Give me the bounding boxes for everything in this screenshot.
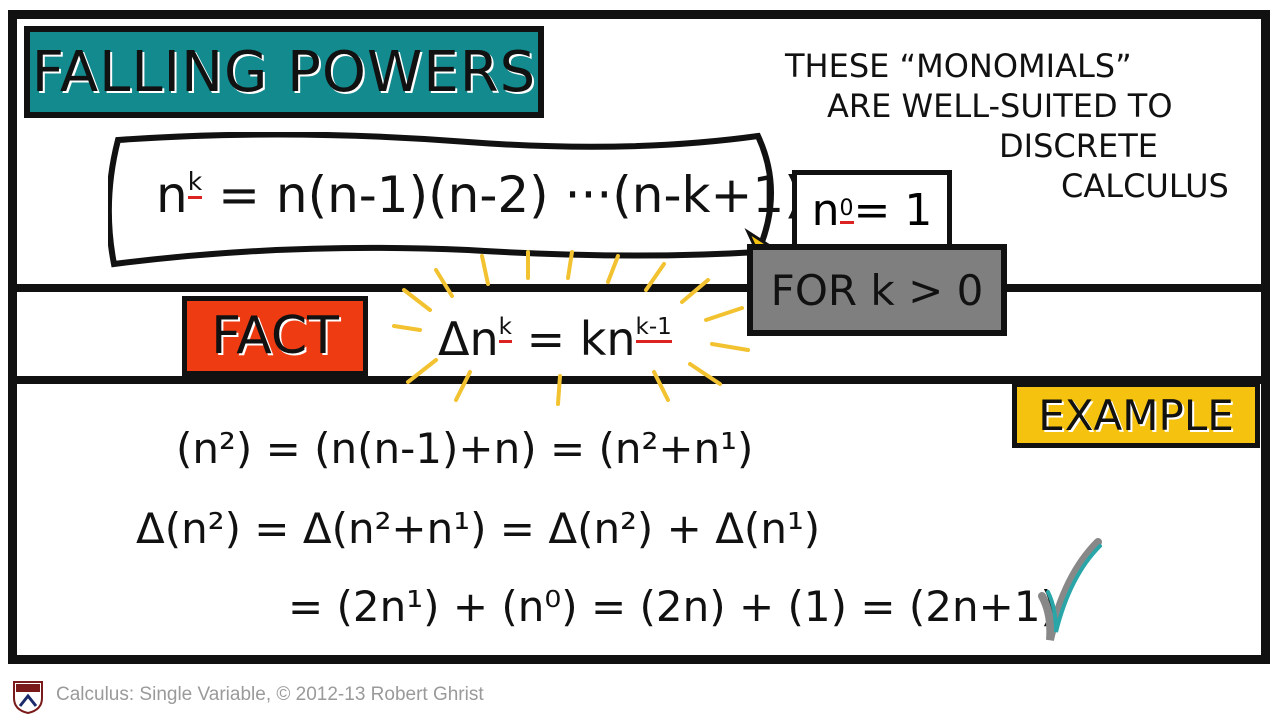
example-line-3: = (2n¹) + (n⁰) = (2n) + (1) = (2n+1) <box>288 582 1057 631</box>
fact-label: FACT <box>211 306 339 366</box>
note-line-4: CALCULUS <box>1061 167 1229 205</box>
n0-rest: = 1 <box>853 184 933 236</box>
def-lhs-exp: k <box>187 166 203 199</box>
example-label: EXAMPLE <box>1038 390 1234 440</box>
n0-exp: 0 <box>839 196 854 224</box>
fact-formula: Δnk = knk-1 <box>438 312 672 366</box>
university-shield-icon <box>13 681 43 714</box>
definition-banner: nk = n(n-1)(n-2) ···(n-k+1) <box>108 132 804 268</box>
highlight-rays <box>392 250 750 406</box>
fact-mid: = kn <box>511 312 636 366</box>
divider-top <box>8 284 1270 292</box>
fact-delta: Δn <box>438 312 499 366</box>
note-line-3: DISCRETE <box>999 127 1158 165</box>
checkmark-icon <box>1038 538 1102 641</box>
n0-base: n <box>811 184 840 236</box>
example-line-2: Δ(n²) = Δ(n²+n¹) = Δ(n²) + Δ(n¹) <box>136 504 821 553</box>
condition-box: FOR k > 0 <box>747 244 1007 336</box>
note-line-2: ARE WELL-SUITED TO <box>827 87 1173 125</box>
title-box: FALLING POWERS <box>24 26 544 118</box>
fact-exp1: k <box>498 314 512 344</box>
divider-bottom <box>8 376 1270 384</box>
page-title: FALLING POWERS <box>31 39 537 105</box>
monomials-note: THESE “MONOMIALS” ARE WELL-SUITED TO DIS… <box>785 46 1229 206</box>
condition-text: FOR k > 0 <box>770 265 984 315</box>
note-line-1: THESE “MONOMIALS” <box>785 47 1132 85</box>
footer-credit: Calculus: Single Variable, © 2012-13 Rob… <box>56 684 484 705</box>
def-rhs: = n(n-1)(n-2) ···(n-k+1) <box>218 166 804 224</box>
definition-formula: nk = n(n-1)(n-2) ···(n-k+1) <box>156 166 804 224</box>
def-lhs-base: n <box>156 166 188 224</box>
fact-exp2: k-1 <box>635 314 672 344</box>
example-box: EXAMPLE <box>1012 382 1260 448</box>
fact-box: FACT <box>182 296 368 376</box>
example-line-1: (n²) = (n(n-1)+n) = (n²+n¹) <box>176 424 754 473</box>
